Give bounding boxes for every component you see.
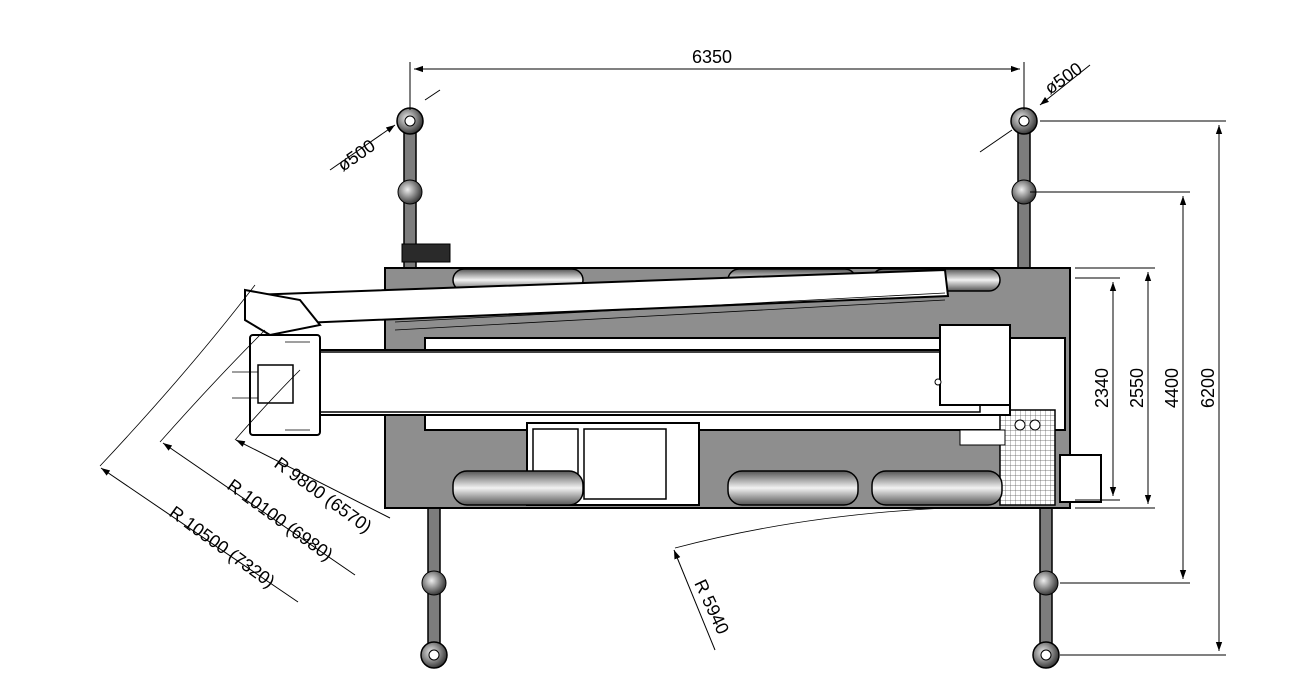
outrigger-rear-left — [420, 494, 448, 669]
dimension-6200: 6200 — [1040, 120, 1226, 656]
pad-diameter-left: ø500 — [329, 89, 441, 175]
pad-diameter-right: ø500 — [979, 58, 1091, 153]
dimension-4400: 4400 — [1030, 191, 1190, 584]
dimension-2550-label: 2550 — [1127, 368, 1147, 408]
dimension-2340-label: 2340 — [1092, 368, 1112, 408]
dimension-4400-label: 4400 — [1162, 368, 1182, 408]
dimension-6200-label: 6200 — [1198, 368, 1218, 408]
pad-diameter-right-label: ø500 — [1041, 58, 1086, 98]
dimension-2340: 2340 — [1075, 277, 1120, 501]
dimension-2550: 2550 — [1075, 267, 1155, 509]
outrigger-front-right — [1010, 107, 1038, 273]
radius-inner: R 9800 (6570) — [235, 439, 391, 537]
outrigger-rear-right — [1032, 504, 1060, 669]
dimension-6350: 6350 — [409, 47, 1025, 110]
radius-outer: R 10500 (7320) — [100, 467, 299, 603]
dimension-6350-label: 6350 — [692, 47, 732, 67]
outrigger-front-left — [396, 107, 451, 283]
radius-rear: R 5940 — [673, 549, 733, 651]
radius-arcs — [99, 284, 946, 549]
boom — [244, 268, 1011, 416]
